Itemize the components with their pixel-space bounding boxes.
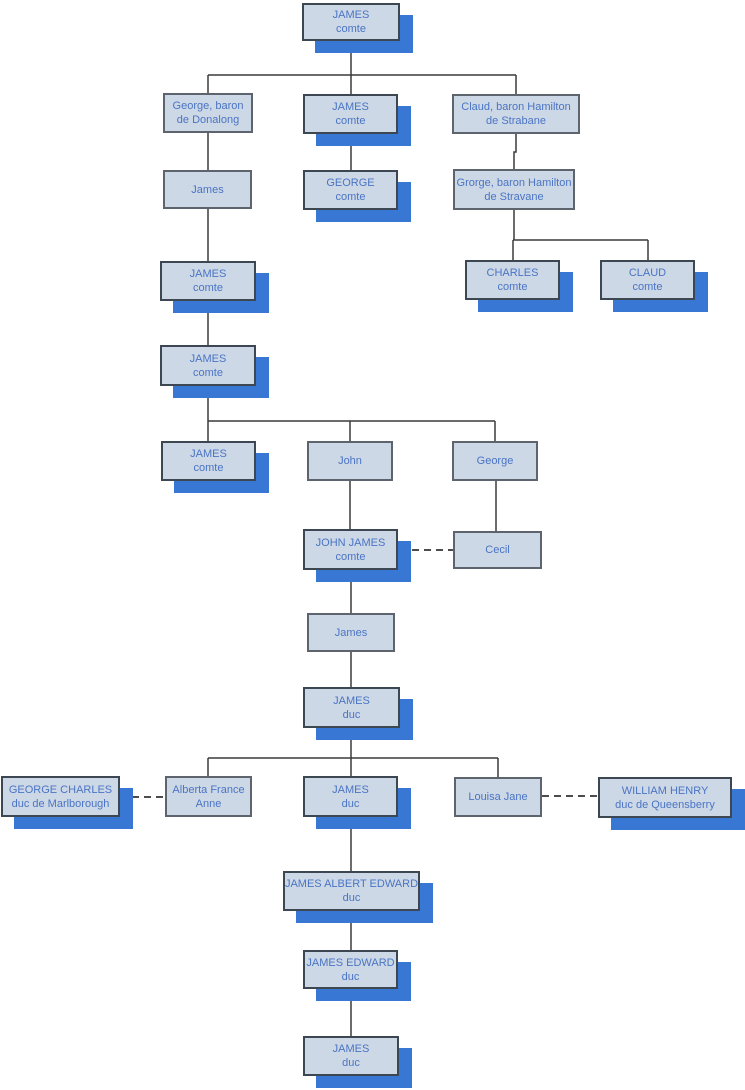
node-sublabel: duc (342, 708, 361, 721)
node-sublabel: duc de Queensberry (615, 798, 715, 811)
node-sublabel: de Donalong (176, 114, 240, 126)
node-james-plain-2[interactable]: James (307, 613, 395, 652)
node-sublabel: comte (193, 462, 224, 474)
node-label: JAMES EDWARD (306, 956, 395, 969)
node-claud-strabane[interactable]: Claud, baron Hamilton de Strabane (452, 94, 580, 134)
node-label: WILLIAM HENRY (621, 784, 709, 797)
node-label: CLAUD (628, 267, 667, 279)
node-label: JOHN JAMES (315, 536, 386, 549)
node-sublabel: duc de Marlborough (11, 797, 110, 810)
node-sublabel: Anne (195, 797, 222, 810)
node-sublabel: de Strabane (486, 115, 546, 127)
node-sublabel: de Stravane (484, 190, 544, 203)
node-label: George (476, 455, 514, 467)
node-sublabel: duc (342, 1057, 360, 1069)
node-sublabel: comte (193, 366, 223, 379)
node-james-comte-2[interactable]: JAMES comte (303, 94, 398, 134)
node-sublabel: duc (342, 892, 361, 904)
node-james-duc-3[interactable]: JAMES duc (303, 1036, 399, 1076)
node-label: GEORGE (326, 177, 375, 189)
node-sublabel: comte (193, 282, 223, 294)
node-sublabel: comte (497, 281, 528, 293)
node-louisa-jane[interactable]: Louisa Jane (454, 777, 542, 817)
node-cecil[interactable]: Cecil (453, 531, 542, 569)
node-george-donalong[interactable]: George, baron de Donalong (163, 93, 253, 133)
node-james-comte-1[interactable]: JAMES comte (302, 3, 400, 41)
node-james-plain-1[interactable]: James (163, 170, 252, 209)
node-charles-comte[interactable]: CHARLES comte (465, 260, 560, 300)
node-label: John (338, 455, 362, 467)
node-george-plain[interactable]: George (452, 441, 538, 481)
node-label: JAMES (189, 352, 227, 365)
node-sublabel: duc (341, 797, 360, 810)
node-label: JAMES (333, 694, 370, 707)
node-sublabel: comte (335, 115, 366, 127)
solid-connectors (207, 41, 649, 1036)
node-label: JAMES (332, 783, 369, 796)
node-label: GEORGE CHARLES (8, 783, 113, 796)
node-james-comte-5[interactable]: JAMES comte (161, 441, 256, 481)
node-label: Grorge, baron Hamilton (456, 176, 572, 189)
node-label: Cecil (485, 544, 510, 556)
node-sublabel: comte (632, 281, 663, 293)
node-label: JAMES (332, 9, 370, 21)
node-john[interactable]: John (307, 441, 393, 481)
node-sublabel: comte (336, 23, 366, 35)
node-claud-comte[interactable]: CLAUD comte (600, 260, 695, 300)
node-label: Louisa Jane (468, 791, 528, 803)
node-label: JAMES (332, 101, 369, 113)
node-label: Claud, baron Hamilton (461, 101, 571, 113)
node-label: James (334, 626, 368, 639)
node-james-comte-3[interactable]: JAMES comte (160, 261, 256, 301)
node-george-comte[interactable]: GEORGE comte (303, 170, 398, 210)
node-sublabel: comte (335, 191, 366, 203)
node-label: JAMES (332, 1043, 370, 1055)
node-label: JAMES (189, 268, 227, 280)
node-label: Alberta France (172, 783, 245, 796)
marriage-dashed-connectors (120, 549, 598, 798)
node-label: CHARLES (486, 267, 539, 279)
node-label: JAMES ALBERT EDWARD (284, 878, 419, 890)
node-sublabel: duc (341, 970, 360, 983)
node-sublabel: comte (335, 550, 366, 563)
node-label: James (191, 183, 224, 196)
node-label: George, baron (172, 100, 244, 112)
node-label: JAMES (190, 448, 227, 460)
node-james-albert-edward[interactable]: JAMES ALBERT EDWARD duc (283, 871, 420, 911)
